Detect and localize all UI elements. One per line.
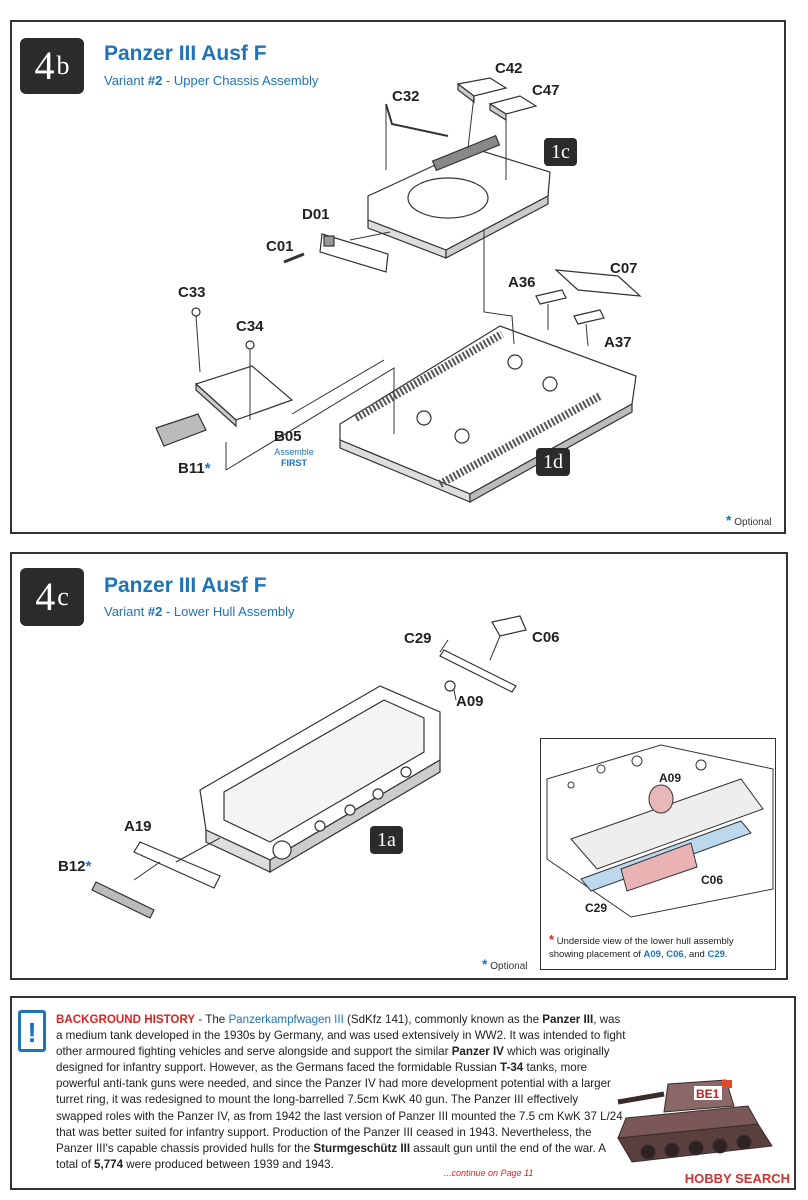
underside-inset: A09 C06 C29 * Underside view of the lowe… xyxy=(540,738,776,970)
reference-tag-1c: 1c xyxy=(544,138,577,166)
part-label-c06: C06 xyxy=(532,629,560,646)
part-label-a09: A09 xyxy=(456,693,484,710)
optional-legend-4b: * Optional xyxy=(726,512,772,528)
step-letter: b xyxy=(56,51,70,80)
exclamation-icon: ! xyxy=(18,1010,46,1052)
underside-inset-drawing xyxy=(546,744,774,918)
part-label-d01: D01 xyxy=(302,206,330,223)
part-label-c33: C33 xyxy=(178,284,206,301)
part-label-c32: C32 xyxy=(392,88,420,105)
step-subtitle: Variant #2 - Upper Chassis Assembly xyxy=(104,73,319,88)
watermark: HOBBY SEARCH xyxy=(684,1171,790,1186)
step-number: 4 xyxy=(34,43,55,88)
reference-tag-1d: 1d xyxy=(536,448,570,476)
part-label-c01: C01 xyxy=(266,238,294,255)
part-label-b11: B11* xyxy=(178,460,211,477)
part-label-c34: C34 xyxy=(236,318,264,335)
turret-marking: BE1 xyxy=(696,1087,720,1101)
part-label-c42: C42 xyxy=(495,60,523,77)
part-label-a37: A37 xyxy=(604,334,632,351)
inset-label-c29: C29 xyxy=(585,901,608,915)
inset-label-c06: C06 xyxy=(701,873,724,887)
step-number: 4 xyxy=(35,574,56,619)
step-title: Panzer III Ausf F xyxy=(104,574,267,597)
inset-label-a09: A09 xyxy=(659,771,682,785)
part-label-c07: C07 xyxy=(610,260,638,277)
step-letter: c xyxy=(57,582,69,611)
reference-tag-1a: 1a xyxy=(370,826,403,854)
part-label-a36: A36 xyxy=(508,274,536,291)
background-history-box: ! BACKGROUND HISTORY - The Panzerkampfwa… xyxy=(10,996,796,1190)
step-subtitle: Variant #2 - Lower Hull Assembly xyxy=(104,604,295,619)
step-title: Panzer III Ausf F xyxy=(104,42,267,65)
part-label-c29: C29 xyxy=(404,630,432,647)
lower-hull-diagram xyxy=(91,615,527,919)
continue-note: ...continue on Page 11 xyxy=(444,1168,534,1178)
panzer-tank-image: BE1 xyxy=(617,1079,773,1163)
history-text: BACKGROUND HISTORY - The Panzerkampfwage… xyxy=(56,1013,626,1171)
inset-caption: * Underside view of the lower hull assem… xyxy=(549,932,734,960)
upper-chassis-diagram xyxy=(155,77,642,504)
part-label-a19: A19 xyxy=(124,818,152,835)
optional-legend-4c: * Optional xyxy=(482,956,528,972)
part-label-c47: C47 xyxy=(532,82,560,99)
part-label-b12: B12* xyxy=(58,858,92,875)
part-label-b05: B05 xyxy=(274,428,302,445)
